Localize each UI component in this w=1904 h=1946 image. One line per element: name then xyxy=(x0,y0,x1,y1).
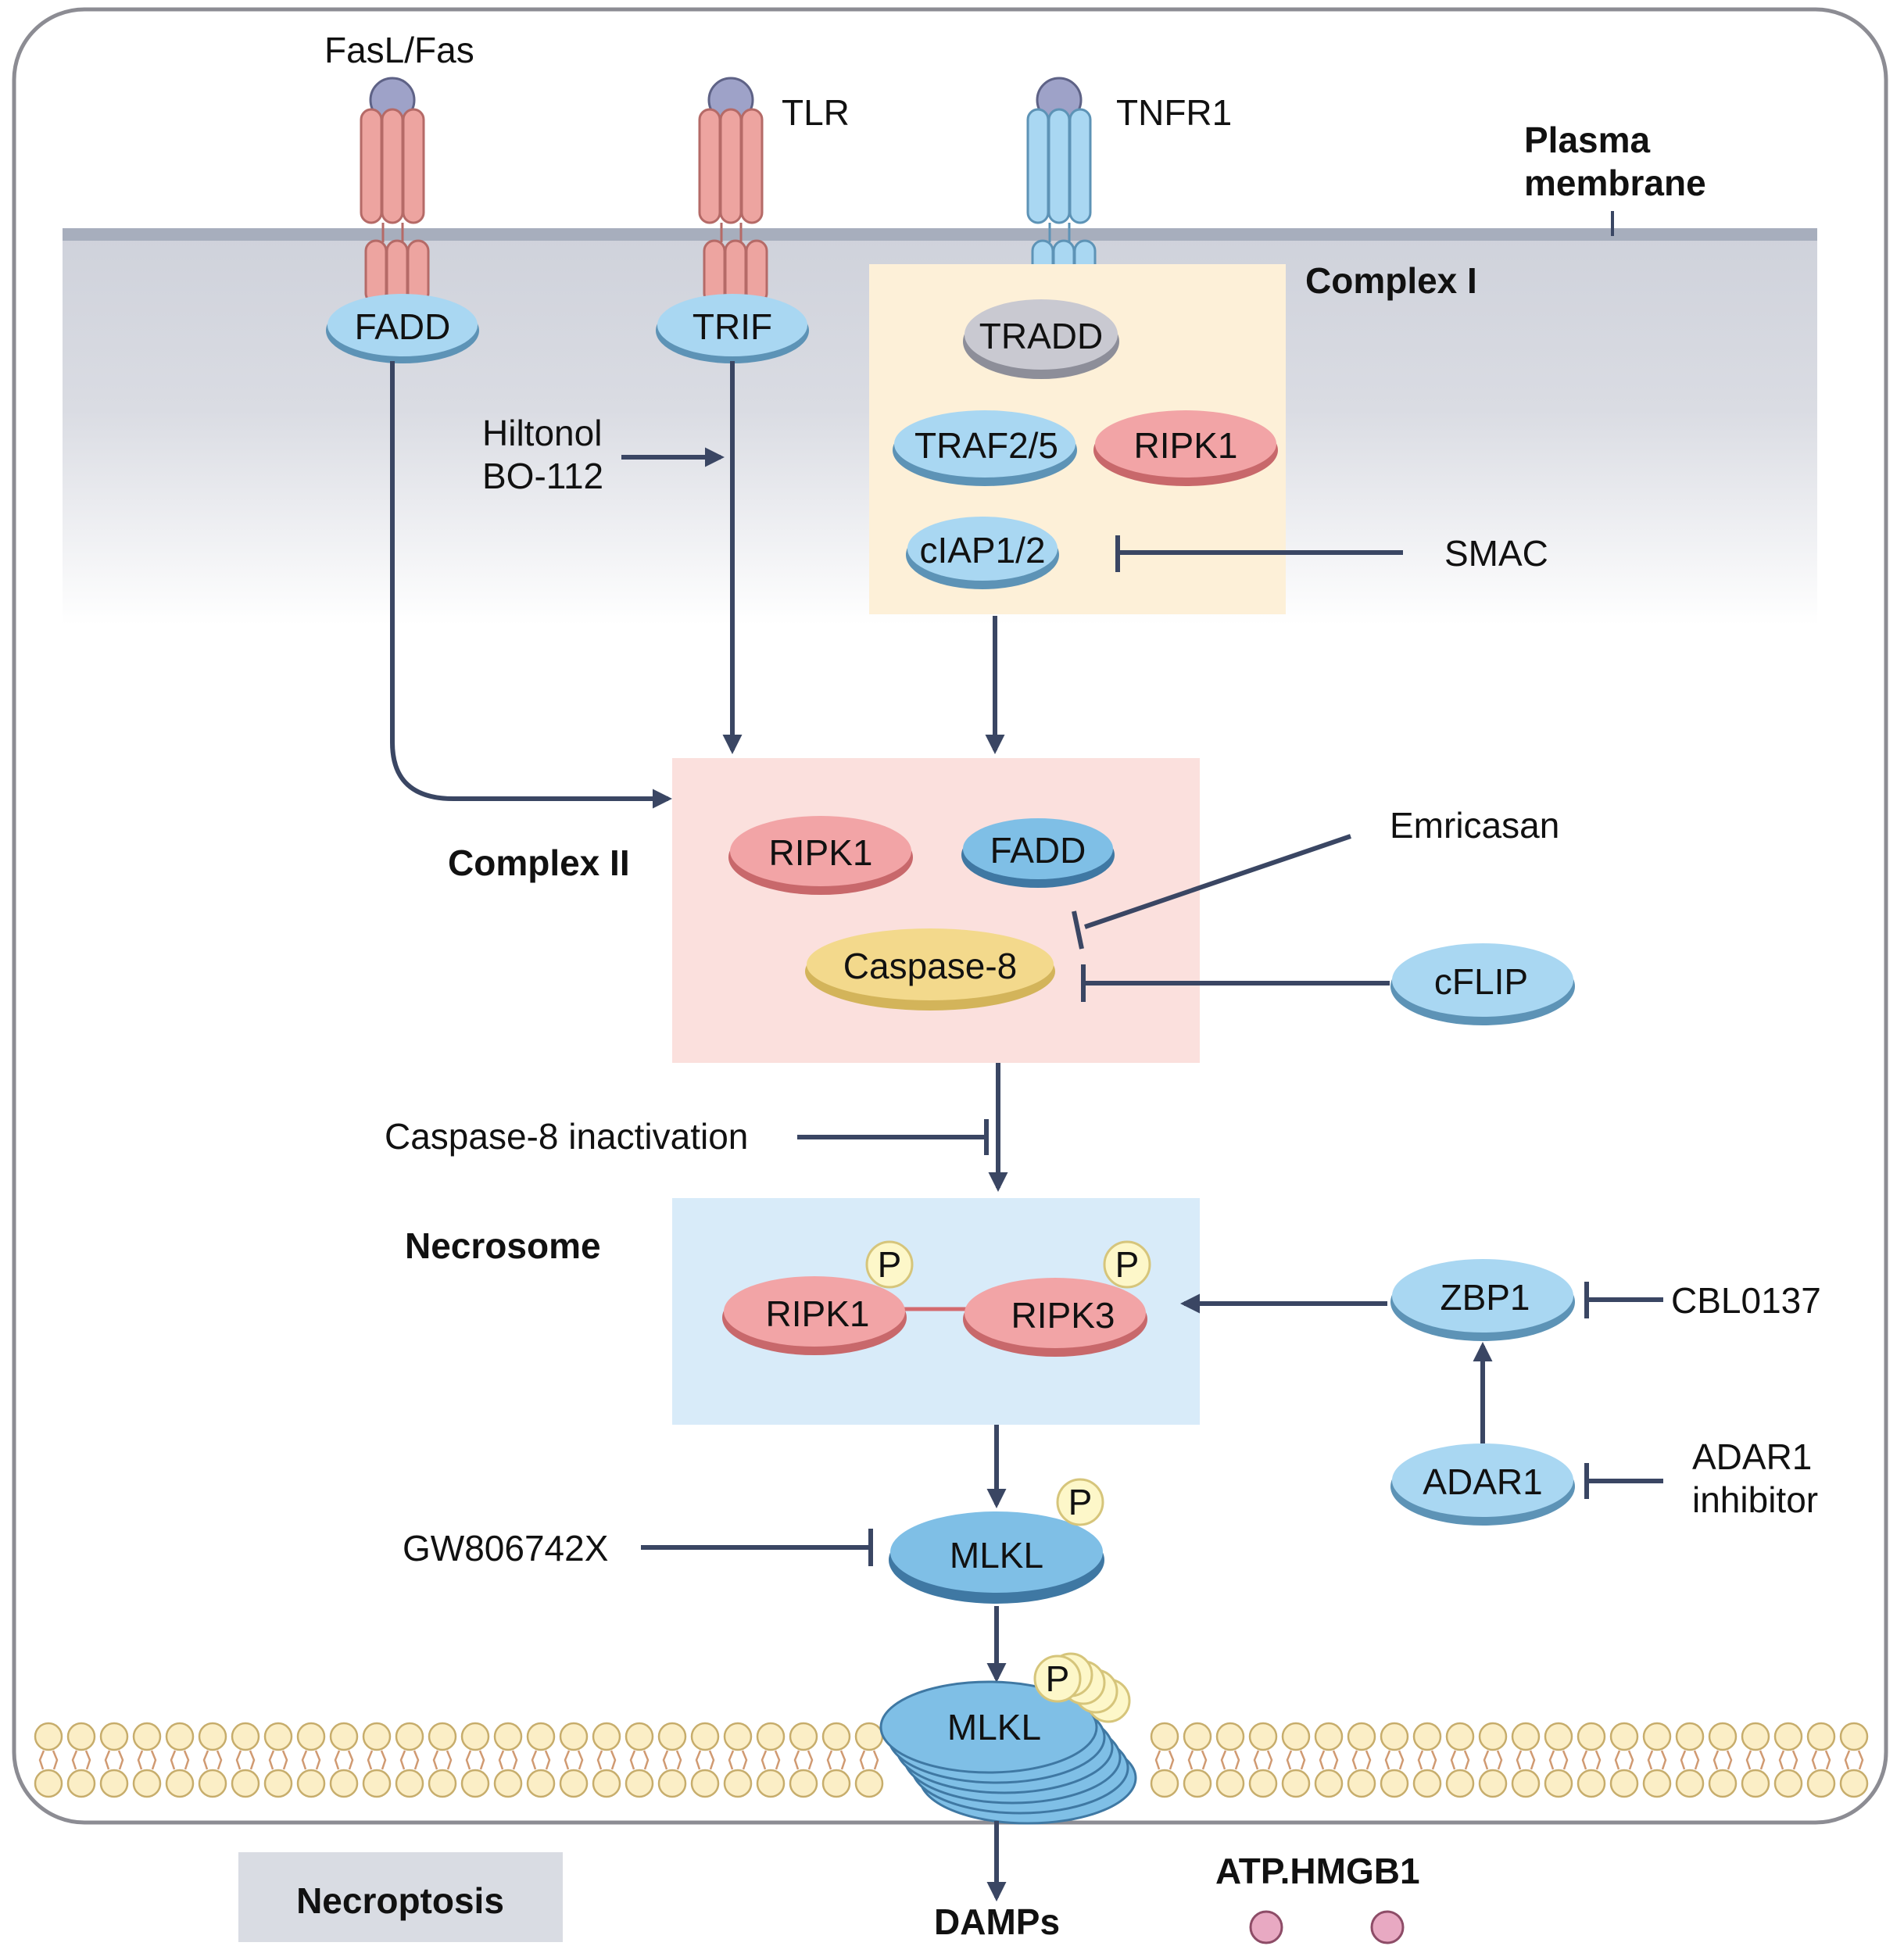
emricasan-inhibition-line xyxy=(1084,834,1351,929)
svg-text:cFLIP: cFLIP xyxy=(1434,961,1528,1002)
gw-label: GW806742X xyxy=(403,1528,608,1569)
adar1-protein: ADAR1 xyxy=(1390,1443,1575,1526)
svg-text:RIPK1: RIPK1 xyxy=(769,832,873,873)
complex2-label: Complex II xyxy=(448,842,630,883)
complex2-ripk1: RIPK1 xyxy=(728,816,913,895)
atp-dot xyxy=(1249,1910,1283,1944)
plasma-membrane xyxy=(63,228,1817,241)
svg-text:P: P xyxy=(878,1244,902,1285)
ciap-protein: cIAP1/2 xyxy=(906,517,1059,589)
hiltonol-label-line1: Hiltonol xyxy=(482,413,602,453)
cflip-protein: cFLIP xyxy=(1390,943,1575,1025)
svg-text:FADD: FADD xyxy=(990,830,1086,871)
complex2-fadd: FADD xyxy=(961,818,1115,888)
smac-label: SMAC xyxy=(1444,533,1548,574)
svg-text:MLKL: MLKL xyxy=(950,1535,1043,1576)
atp-hmgb1-label: ATP.HMGB1 xyxy=(1215,1851,1420,1891)
title-label: Necroptosis xyxy=(296,1880,504,1921)
fadd-to-complex2-arrow xyxy=(390,361,673,809)
ripk1-phospho-badge: P xyxy=(865,1240,914,1289)
svg-text:ZBP1: ZBP1 xyxy=(1440,1277,1530,1318)
casp8-inactivation-label: Caspase-8 inactivation xyxy=(385,1116,748,1157)
svg-text:MLKL: MLKL xyxy=(947,1707,1041,1747)
adar1-inhibitor-label-line1: ADAR1 xyxy=(1692,1436,1812,1477)
hiltonol-label-line2: BO-112 xyxy=(482,456,603,496)
emricasan-inhibition-bar xyxy=(1072,910,1084,950)
damps-label: DAMPs xyxy=(934,1901,1060,1942)
tlr-label: TLR xyxy=(782,92,850,133)
emricasan-label: Emricasan xyxy=(1390,805,1559,846)
cbl0137-label: CBL0137 xyxy=(1671,1280,1821,1321)
necrosome-ripk1: RIPK1 xyxy=(722,1276,907,1355)
mlkl-cytosolic: MLKL xyxy=(889,1511,1104,1604)
fas-receptor xyxy=(360,77,430,305)
svg-text:TRIF: TRIF xyxy=(693,306,772,347)
svg-text:FADD: FADD xyxy=(355,306,451,347)
trif-adaptor: TRIF xyxy=(656,294,809,363)
caspase8-protein: Caspase-8 xyxy=(805,928,1055,1011)
mlkl-oligomer-phospho-badges: P xyxy=(1033,1652,1131,1723)
title-box xyxy=(238,1852,563,1942)
zbp1-protein: ZBP1 xyxy=(1390,1259,1575,1341)
tnfr1-label: TNFR1 xyxy=(1116,92,1232,133)
necrosome-ripk3: RIPK3 xyxy=(963,1278,1147,1357)
mlkl-phospho-badge: P xyxy=(1056,1478,1104,1526)
svg-text:TRADD: TRADD xyxy=(979,316,1103,356)
mlkl-oligomer: MLKL xyxy=(879,1680,1137,1825)
svg-text:cIAP1/2: cIAP1/2 xyxy=(919,530,1045,571)
tradd-protein: TRADD xyxy=(963,299,1119,379)
tlr-receptor xyxy=(698,77,768,305)
fadd-adaptor: FADD xyxy=(326,294,479,363)
complex1-label: Complex I xyxy=(1305,260,1477,301)
fas-label: FasL/Fas xyxy=(324,30,474,70)
traf-protein: TRAF2/5 xyxy=(893,410,1077,486)
complex1-ripk1: RIPK1 xyxy=(1093,410,1278,486)
svg-text:RIPK1: RIPK1 xyxy=(766,1293,870,1334)
membrane-label-line1: Plasma xyxy=(1524,120,1651,160)
svg-text:ADAR1: ADAR1 xyxy=(1423,1461,1542,1502)
hmgb1-dot xyxy=(1370,1910,1405,1944)
svg-text:TRAF2/5: TRAF2/5 xyxy=(914,425,1058,466)
necrosome-label: Necrosome xyxy=(405,1225,601,1266)
complex2-box xyxy=(672,758,1200,1063)
ripk3-phospho-badge: P xyxy=(1103,1240,1151,1289)
svg-text:RIPK1: RIPK1 xyxy=(1134,425,1238,466)
svg-text:P: P xyxy=(1115,1244,1140,1285)
adar1-inhibitor-label-line2: inhibitor xyxy=(1692,1479,1818,1520)
svg-text:RIPK3: RIPK3 xyxy=(1011,1295,1115,1336)
svg-text:Caspase-8: Caspase-8 xyxy=(843,946,1017,986)
svg-text:P: P xyxy=(1068,1482,1093,1522)
svg-text:P: P xyxy=(1046,1658,1070,1699)
membrane-label-line2: membrane xyxy=(1524,163,1706,203)
lipid-bilayer xyxy=(34,1722,1869,1798)
